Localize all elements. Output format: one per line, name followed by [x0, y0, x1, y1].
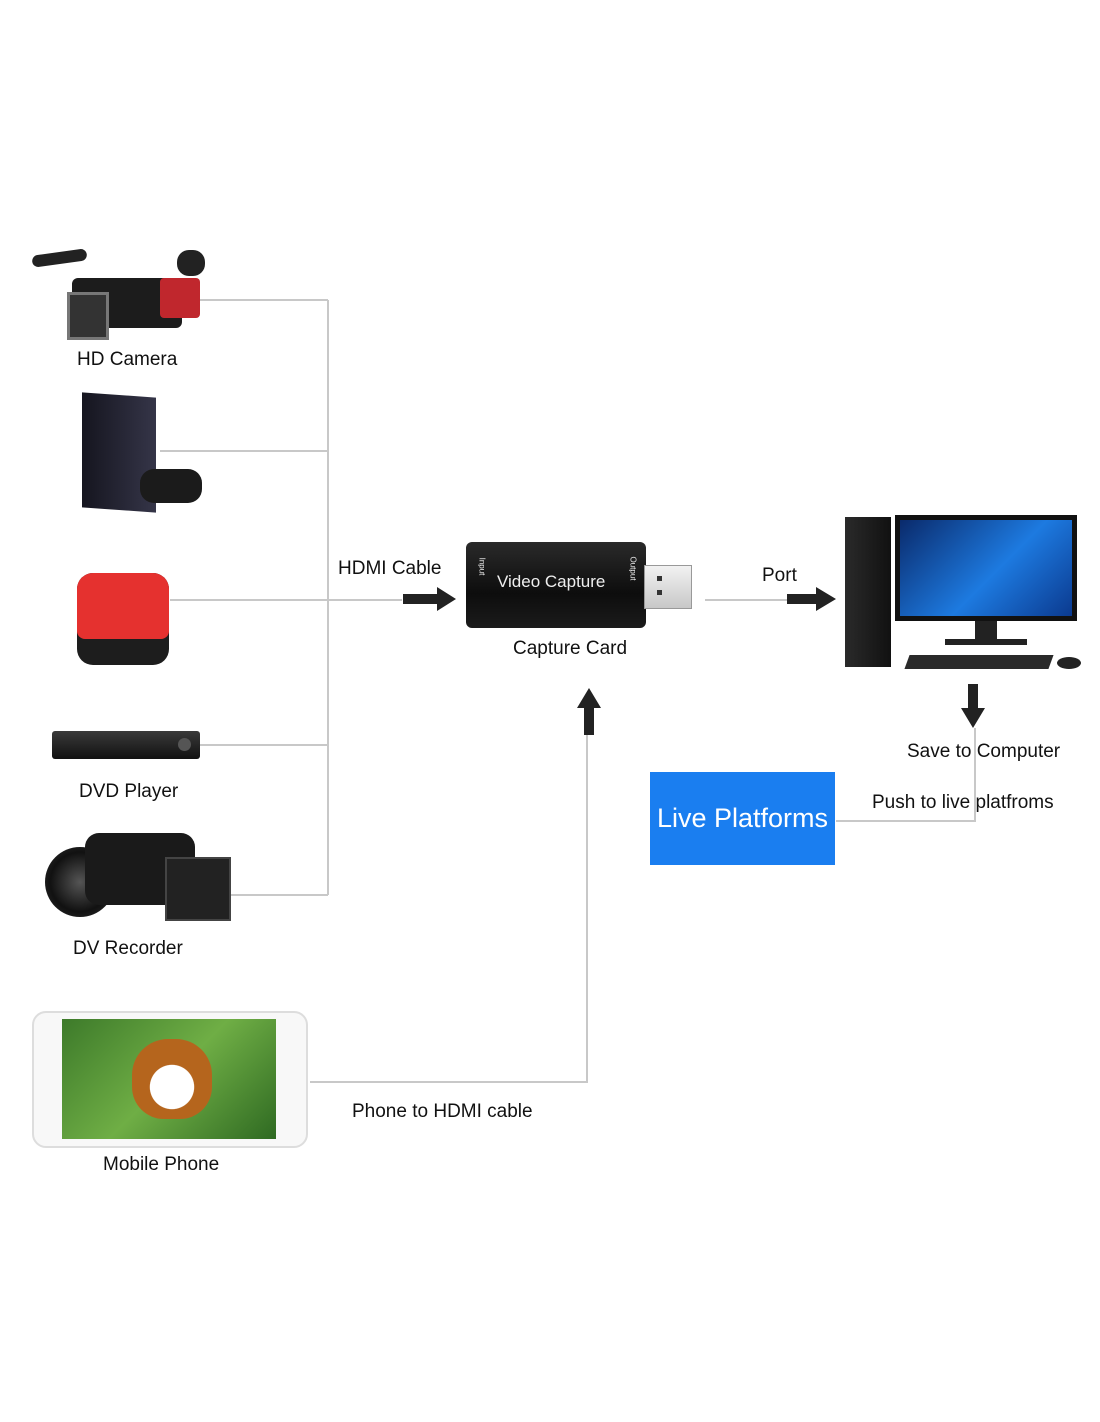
mobile-phone-icon	[32, 1011, 308, 1148]
tv-box-icon	[77, 573, 169, 665]
capture-card-label: Capture Card	[513, 638, 628, 659]
arrow-right-icon	[403, 587, 456, 611]
phone-cable-label: Phone to HDMI cable	[352, 1101, 533, 1122]
game-console-icon	[78, 392, 208, 515]
hdmi-cable-label: HDMI Cable	[338, 558, 442, 579]
save-to-computer-label: Save to Computer	[907, 741, 1061, 762]
usb-connector-icon	[644, 565, 692, 609]
port-label: Port	[762, 565, 797, 586]
input-port-label: Input	[477, 557, 487, 576]
live-platforms-box: Live Platforms	[650, 772, 835, 865]
hd-camera-icon	[31, 248, 205, 340]
device-text: Video Capture	[497, 572, 606, 591]
dvd-player-icon	[52, 731, 200, 759]
source-label: HD Camera	[77, 349, 178, 370]
capture-card-device: Input Video Capture Output	[466, 542, 646, 628]
dv-recorder-icon	[45, 825, 231, 923]
arrow-up-icon	[577, 688, 601, 735]
source-label: DVD Player	[79, 781, 179, 802]
output-port-label: Output	[628, 556, 638, 581]
push-to-live-label: Push to live platfroms	[872, 792, 1054, 813]
arrow-down-icon	[961, 684, 985, 728]
desktop-computer-icon	[845, 515, 1085, 675]
arrow-right-icon	[787, 587, 836, 611]
source-label: DV Recorder	[73, 938, 183, 959]
mobile-phone-label: Mobile Phone	[103, 1154, 220, 1175]
